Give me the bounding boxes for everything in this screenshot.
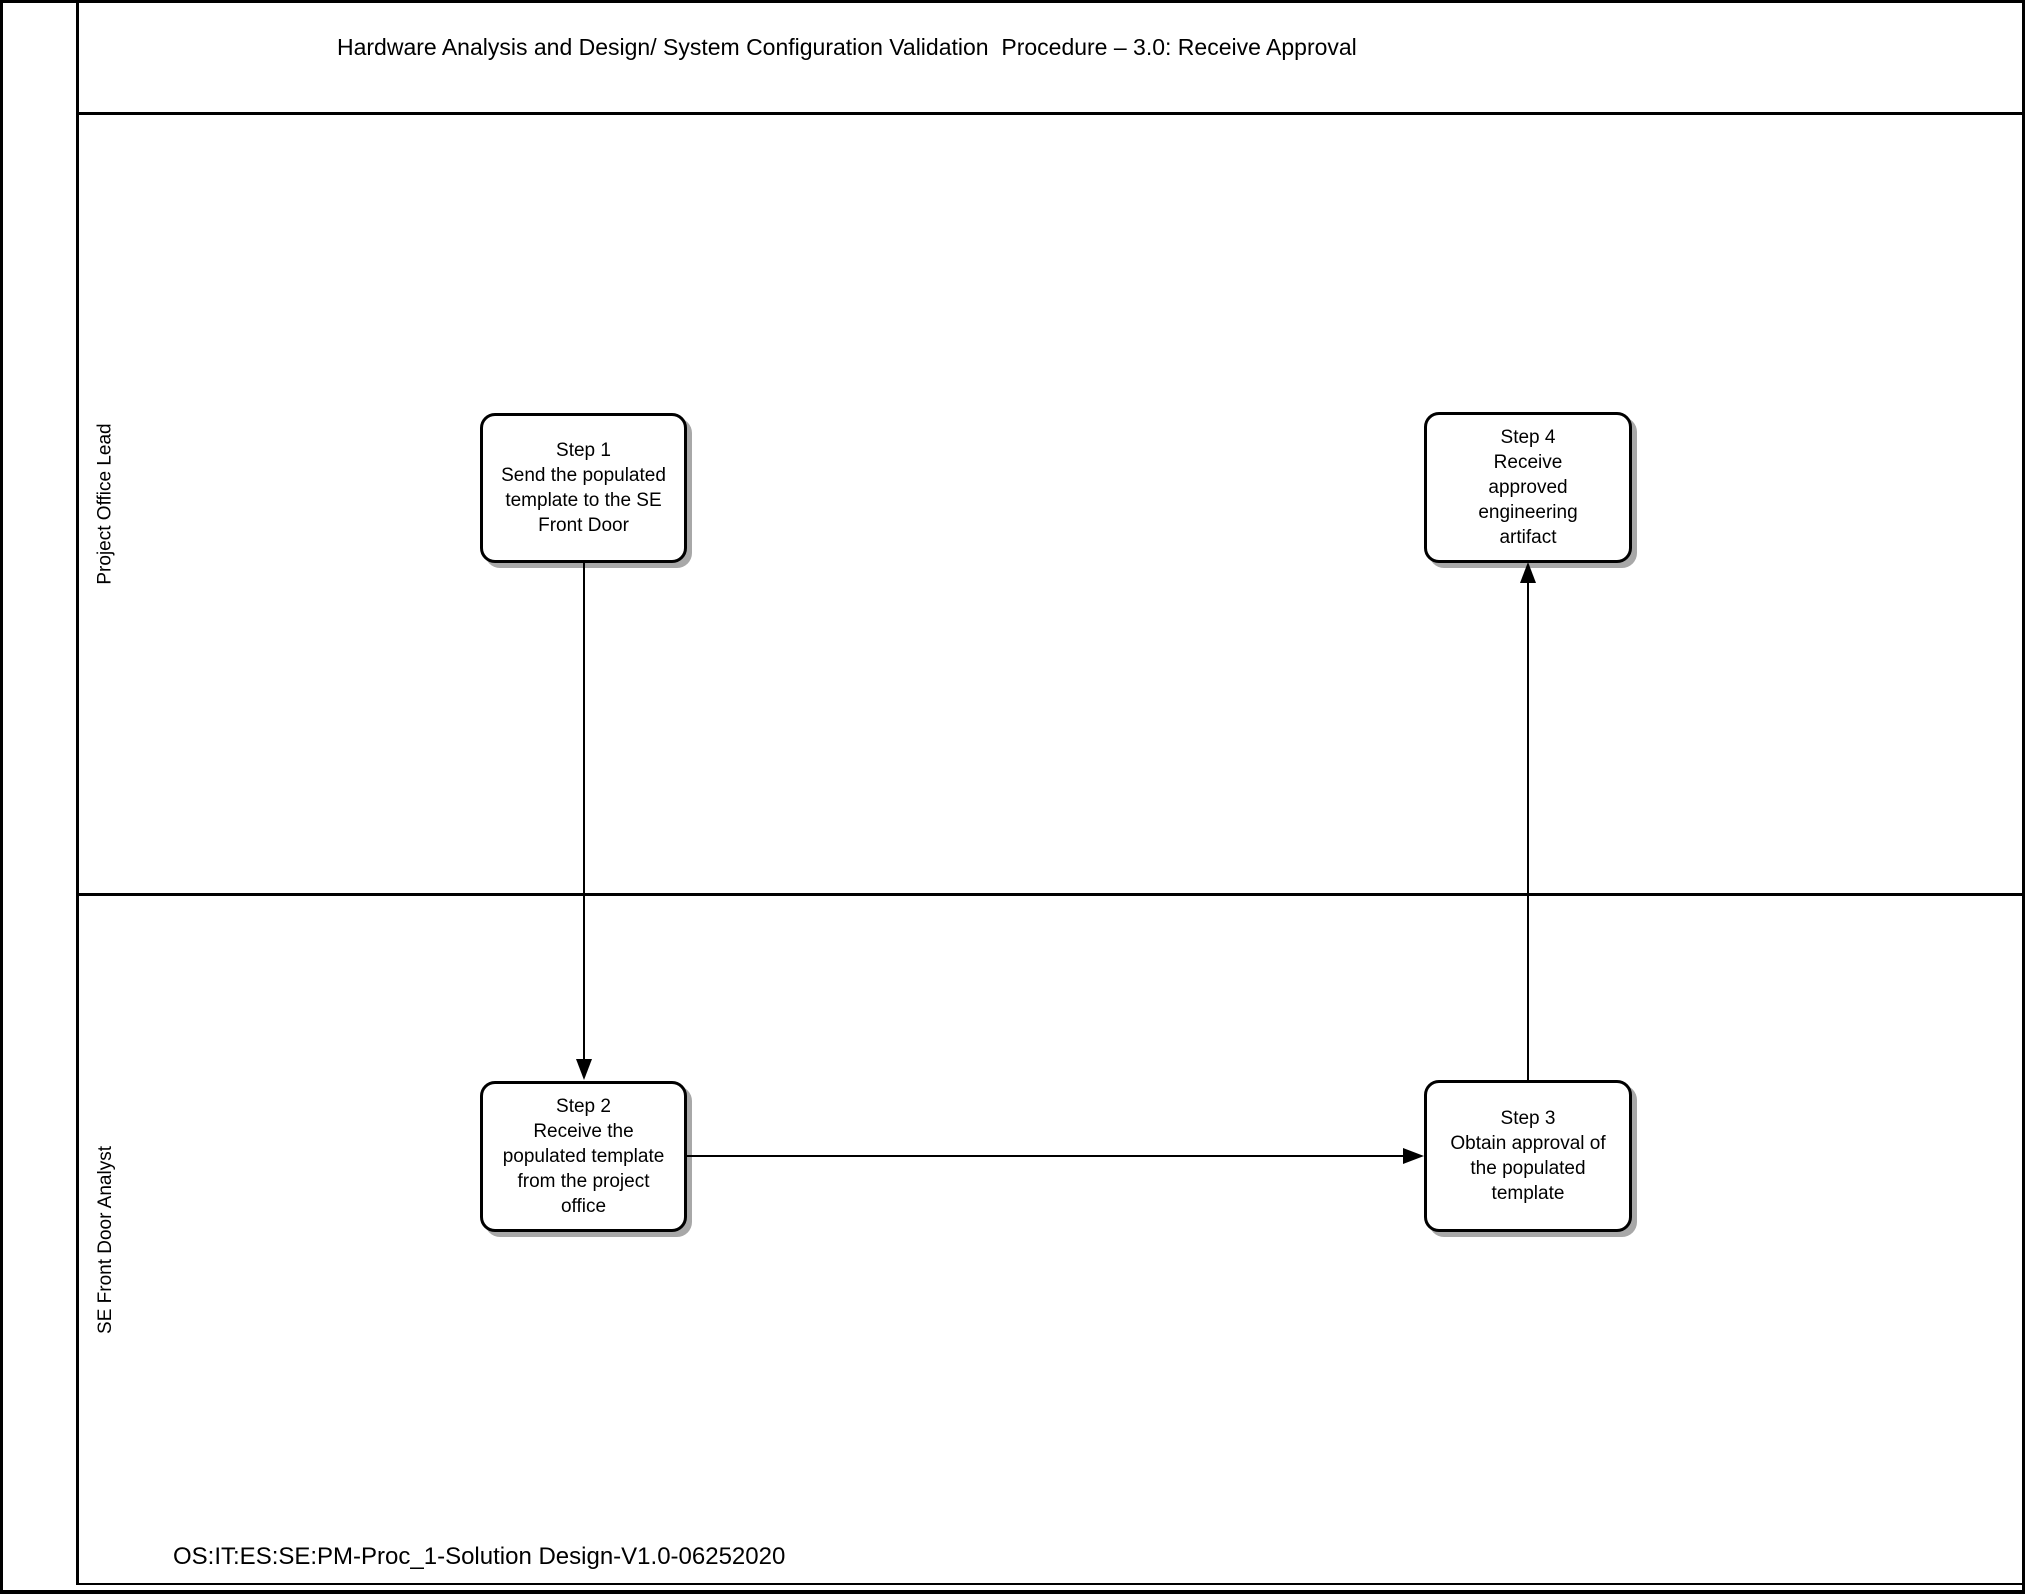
step-2-box: Step 2 Receive the populated template fr… [480,1081,687,1232]
arrowhead-icon-step2-to-step3 [1403,1148,1424,1164]
step-3-title: Step 3 [1500,1108,1556,1129]
step-2-title: Step 2 [556,1096,611,1117]
lane-divider-line [76,893,2022,896]
diagram-title: Hardware Analysis and Design/ System Con… [337,34,1357,60]
connector-line-step1-to-step2 [583,563,585,1063]
lane-label-se-front-door-analyst: SE Front Door Analyst [95,1145,116,1334]
lane-se-front-door-analyst: SE Front Door Analyst [79,896,133,1583]
step-1-box: Step 1 Send the populated template to th… [480,413,687,563]
arrowhead-icon-step3-to-step4 [1520,562,1536,583]
step-4-description: Receive approved engineering artifact [1478,452,1578,548]
lane-label-project-office-lead: Project Office Lead [95,423,116,585]
lane-project-office-lead: Project Office Lead [79,115,133,893]
step-1-description: Send the populated template to the SE Fr… [501,465,666,536]
title-separator-line [76,112,2022,115]
connector-line-step3-to-step4 [1527,580,1529,1080]
arrowhead-icon-step1-to-step2 [576,1059,592,1080]
document-id-footer: OS:IT:ES:SE:PM-Proc_1-Solution Design-V1… [173,1543,786,1570]
step-2-description: Receive the populated template from the … [502,1121,665,1217]
step-1-title: Step 1 [556,440,611,461]
pool-bottom-line [76,1583,2022,1585]
step-4-title: Step 4 [1500,427,1556,448]
step-4-box: Step 4 Receive approved engineering arti… [1424,412,1632,563]
step-3-description: Obtain approval of the populated templat… [1450,1133,1606,1204]
pool-left-divider-line [76,0,79,1585]
step-3-box: Step 3 Obtain approval of the populated … [1424,1080,1632,1232]
connector-line-step2-to-step3 [687,1155,1404,1157]
